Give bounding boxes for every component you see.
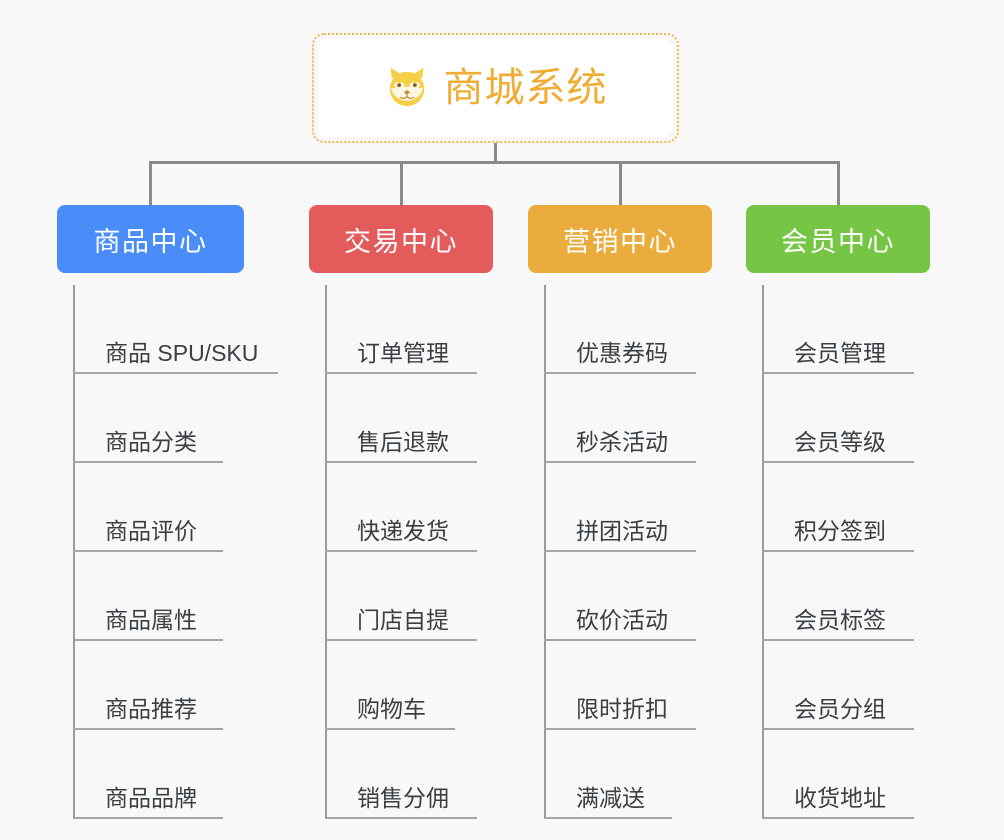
leaf-item[interactable]: 秒杀活动 <box>544 374 696 463</box>
category-box-member-center[interactable]: 会员中心 <box>746 205 930 273</box>
leaf-item[interactable]: 砍价活动 <box>544 552 696 641</box>
leaf-label: 拼团活动 <box>576 518 668 544</box>
leaf-label: 秒杀活动 <box>576 429 668 455</box>
column-spine <box>544 285 546 819</box>
leaf-underline <box>762 550 914 552</box>
leaf-underline <box>325 461 477 463</box>
leaf-label: 收货地址 <box>794 785 886 811</box>
leaf-item[interactable]: 商品推荐 <box>73 641 258 730</box>
root-node[interactable]: 商城系统 <box>312 33 679 143</box>
leaf-item[interactable]: 商品分类 <box>73 374 258 463</box>
leaf-item[interactable]: 门店自提 <box>325 552 477 641</box>
leaf-label: 销售分佣 <box>357 785 449 811</box>
leaf-item[interactable]: 商品评价 <box>73 463 258 552</box>
category-label-product-center: 商品中心 <box>93 226 208 257</box>
leaf-underline <box>73 817 223 819</box>
leaf-underline <box>544 728 696 730</box>
leaf-item[interactable]: 销售分佣 <box>325 730 477 819</box>
leaf-label: 门店自提 <box>357 607 449 633</box>
leaf-underline <box>762 639 914 641</box>
leaf-item[interactable]: 满减送 <box>544 730 672 819</box>
leaf-item[interactable]: 快递发货 <box>325 463 477 552</box>
leaf-item[interactable]: 优惠券码 <box>544 285 696 374</box>
leaf-underline <box>325 728 455 730</box>
leaf-underline <box>762 728 914 730</box>
leaf-underline <box>762 817 914 819</box>
leaf-underline <box>325 639 477 641</box>
leaf-underline <box>544 550 696 552</box>
leaf-label: 商品属性 <box>105 607 197 633</box>
leaf-item[interactable]: 会员标签 <box>762 552 914 641</box>
connector-drop-trade-center <box>400 161 403 207</box>
root-card: 商城系统 <box>318 39 673 137</box>
connector-horizontal-bus <box>150 161 839 164</box>
category-label-member-center: 会员中心 <box>781 226 895 257</box>
leaf-item[interactable]: 会员管理 <box>762 285 914 374</box>
leaf-item[interactable]: 售后退款 <box>325 374 477 463</box>
leaf-underline <box>762 372 914 374</box>
leaf-item[interactable]: 会员等级 <box>762 374 914 463</box>
leaf-underline <box>544 461 696 463</box>
leaf-label: 售后退款 <box>357 429 449 455</box>
connector-root-drop <box>494 143 497 163</box>
leaf-item[interactable]: 会员分组 <box>762 641 914 730</box>
leaf-underline <box>762 461 914 463</box>
column-spine <box>325 285 327 819</box>
category-label-marketing-center: 营销中心 <box>563 226 677 257</box>
leaf-underline <box>544 639 696 641</box>
category-box-product-center[interactable]: 商品中心 <box>57 205 244 273</box>
connector-drop-marketing-center <box>619 161 622 207</box>
connector-drop-member-center <box>837 161 840 207</box>
leaf-label: 会员分组 <box>794 696 886 722</box>
leaf-label: 订单管理 <box>357 340 449 366</box>
leaf-label: 商品评价 <box>105 518 197 544</box>
leaf-column-member-center: 会员管理 会员等级 积分签到 会员标签 会员分组 收货地址 <box>762 285 914 819</box>
leaf-item[interactable]: 拼团活动 <box>544 463 696 552</box>
leaf-underline <box>325 550 477 552</box>
leaf-label: 商品推荐 <box>105 696 197 722</box>
leaf-column-trade-center: 订单管理 售后退款 快递发货 门店自提 购物车 销售分佣 <box>325 285 477 819</box>
leaf-label: 满减送 <box>576 785 645 811</box>
leaf-underline <box>325 817 477 819</box>
category-box-marketing-center[interactable]: 营销中心 <box>528 205 712 273</box>
leaf-label: 会员等级 <box>794 429 886 455</box>
leaf-item[interactable]: 商品 SPU/SKU <box>73 285 278 374</box>
leaf-underline <box>73 461 223 463</box>
leaf-column-product-center: 商品 SPU/SKU 商品分类 商品评价 商品属性 商品推荐 商品品牌 <box>73 285 278 819</box>
category-box-trade-center[interactable]: 交易中心 <box>309 205 493 273</box>
leaf-column-marketing-center: 优惠券码 秒杀活动 拼团活动 砍价活动 限时折扣 满减送 <box>544 285 696 819</box>
leaf-label: 商品 SPU/SKU <box>105 340 259 366</box>
root-title: 商城系统 <box>443 66 608 110</box>
leaf-label: 会员标签 <box>794 607 886 633</box>
leaf-underline <box>73 372 278 374</box>
leaf-item[interactable]: 限时折扣 <box>544 641 696 730</box>
category-label-trade-center: 交易中心 <box>344 226 458 257</box>
leaf-underline <box>544 372 696 374</box>
leaf-underline <box>544 817 672 819</box>
leaf-underline <box>73 550 223 552</box>
leaf-label: 积分签到 <box>794 518 886 544</box>
leaf-label: 商品品牌 <box>105 785 197 811</box>
leaf-label: 购物车 <box>357 696 426 722</box>
shiba-dog-icon <box>384 65 430 111</box>
leaf-item[interactable]: 商品品牌 <box>73 730 258 819</box>
leaf-label: 会员管理 <box>794 340 886 366</box>
leaf-underline <box>325 372 477 374</box>
leaf-underline <box>73 728 223 730</box>
connector-drop-product-center <box>149 161 152 207</box>
leaf-label: 砍价活动 <box>576 607 668 633</box>
leaf-underline <box>73 639 223 641</box>
column-spine <box>762 285 764 819</box>
leaf-label: 优惠券码 <box>576 340 668 366</box>
leaf-label: 商品分类 <box>105 429 197 455</box>
leaf-item[interactable]: 积分签到 <box>762 463 914 552</box>
leaf-item[interactable]: 商品属性 <box>73 552 258 641</box>
leaf-item[interactable]: 订单管理 <box>325 285 477 374</box>
leaf-item[interactable]: 购物车 <box>325 641 455 730</box>
column-spine <box>73 285 75 819</box>
leaf-item[interactable]: 收货地址 <box>762 730 914 819</box>
leaf-label: 限时折扣 <box>576 696 668 722</box>
leaf-label: 快递发货 <box>357 518 449 544</box>
